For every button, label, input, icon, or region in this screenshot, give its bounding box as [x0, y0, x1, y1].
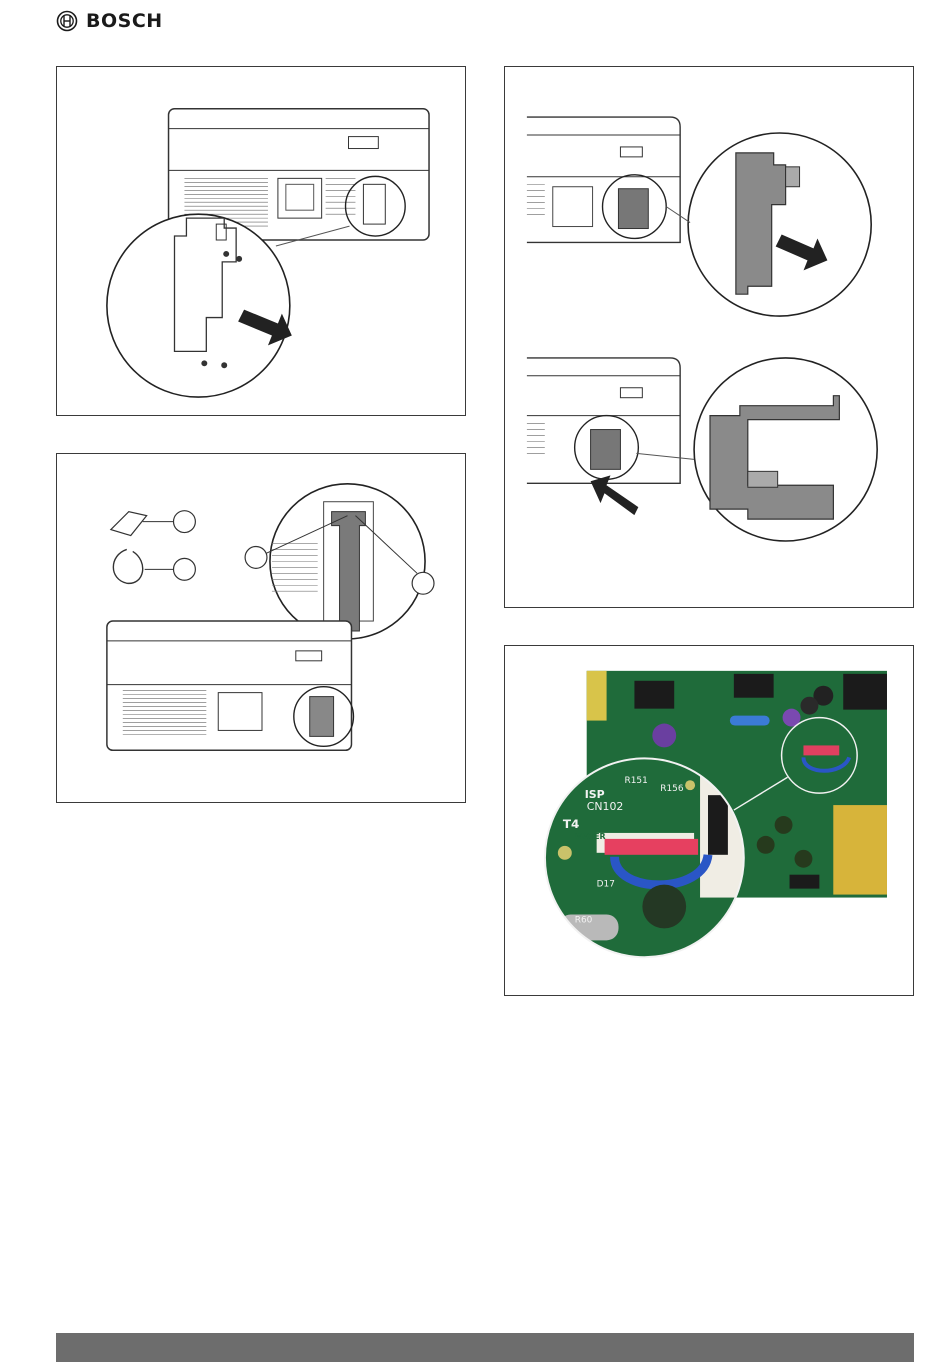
footer-bar [56, 1333, 914, 1362]
figure-accessories [56, 453, 466, 803]
bosch-armature-icon [56, 10, 78, 32]
pcb-label-d17: D17 [597, 880, 615, 890]
pcb-label-r151: R151 [624, 776, 647, 786]
pcb-label-water: WATER [575, 832, 606, 841]
figure-pull-box [504, 66, 914, 608]
hydraulic-box-pull-illustration [505, 67, 913, 607]
pcb-connector-photo-illustration: ISP CN102 T4 WATER R151 R156 D17 R60 [505, 646, 913, 995]
pcb-label-cn102: CN102 [587, 800, 624, 813]
brand-name: BOSCH [86, 10, 163, 32]
figure-remove-cover [56, 66, 466, 416]
pcb-label-t4: T4 [563, 817, 579, 831]
hydraulic-cover-removal-illustration [57, 67, 465, 415]
pcb-label-r156: R156 [660, 784, 684, 794]
figure-pcb-photo: ISP CN102 T4 WATER R151 R156 D17 R60 [504, 645, 914, 996]
pcb-label-r60: R60 [575, 915, 593, 925]
accessories-and-connection-illustration [57, 454, 465, 802]
brand-logo: BOSCH [56, 8, 163, 34]
